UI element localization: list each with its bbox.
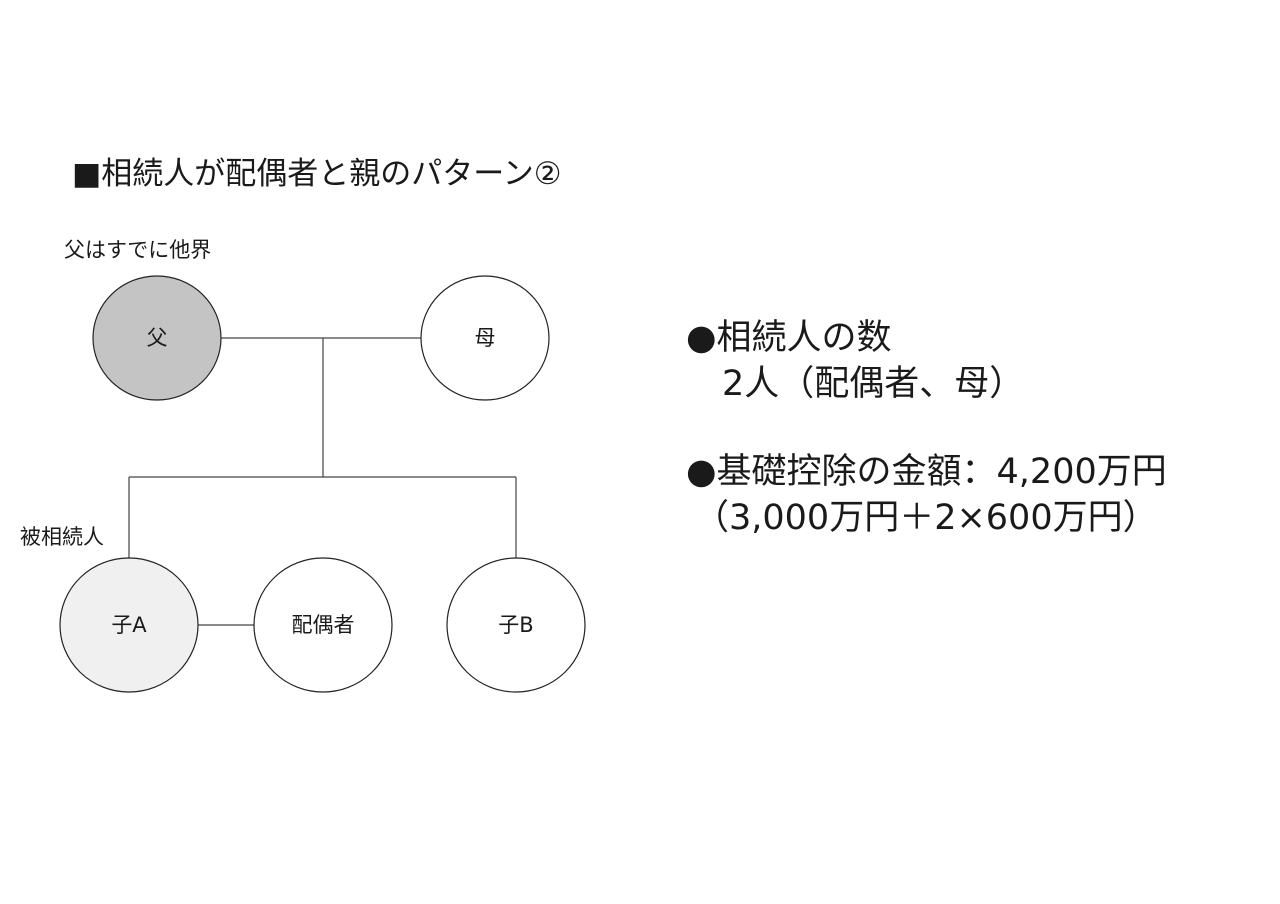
child-b-circle	[446, 557, 586, 693]
father-label: 父	[147, 326, 168, 350]
child-b-label: 子B	[498, 613, 533, 637]
mother-label: 母	[475, 326, 496, 350]
child-b-node: 子B	[446, 557, 586, 693]
basic-deduction-heading: ●基礎控除の金額：4,200万円	[686, 452, 1167, 492]
basic-deduction-formula: （3,000万円＋2×600万円）	[694, 498, 1158, 538]
heirs-count-value: 2人（配偶者、母）	[722, 364, 1025, 404]
spouse-label: 配偶者	[292, 613, 355, 637]
spouse-circle	[253, 557, 393, 693]
child-a-circle	[59, 557, 199, 693]
heirs-count-heading: ●相続人の数	[686, 318, 892, 358]
father-circle	[92, 275, 222, 401]
mother-node: 母	[420, 275, 550, 401]
father-node: 父	[92, 275, 222, 401]
decedent-note: 被相続人	[20, 525, 104, 549]
mother-circle	[420, 275, 550, 401]
child-a-label: 子A	[111, 613, 147, 637]
father-deceased-note: 父はすでに他界	[64, 238, 212, 262]
diagram-title: ■相続人が配偶者と親のパターン②	[72, 156, 562, 192]
connector-lines	[128, 337, 517, 626]
child-a-node: 子A	[59, 557, 199, 693]
spouse-node: 配偶者	[253, 557, 393, 693]
